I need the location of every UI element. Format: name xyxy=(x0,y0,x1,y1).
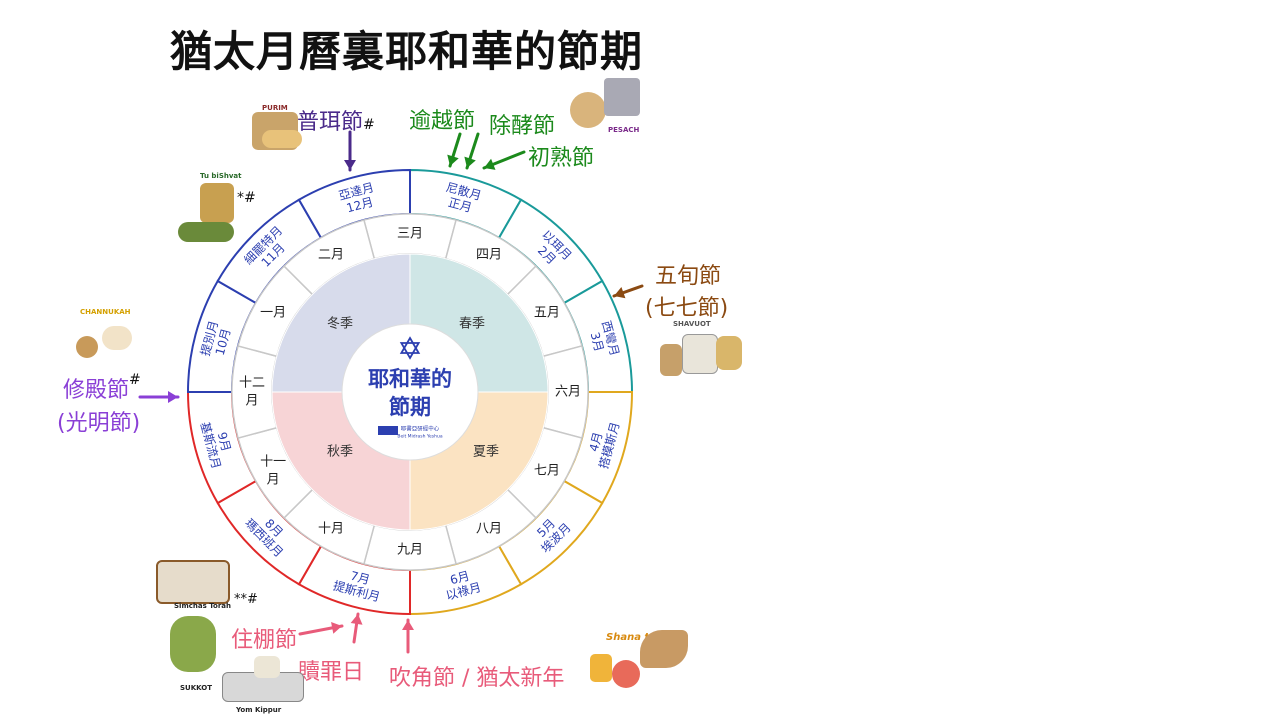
yom-kippur-caption: Yom Kippur xyxy=(236,706,282,714)
passover-label: 逾越節 xyxy=(409,109,476,134)
weeks-label: 五旬節 xyxy=(655,264,722,289)
atonement-arrow xyxy=(350,612,363,644)
weeks-arrow xyxy=(612,284,644,299)
center-title-line1: 耶和華的 xyxy=(368,367,452,391)
purim-arrow xyxy=(344,130,356,172)
hebrew-month-number: 7月 xyxy=(349,569,372,588)
spring-label: 春季 xyxy=(459,317,485,332)
chanukah-arrow xyxy=(138,391,180,403)
winter-label: 冬季 xyxy=(327,316,353,332)
svg-text:十二: 十二 xyxy=(239,376,265,391)
tubishvat-mark: *# xyxy=(237,190,256,206)
tabernacles-arrow xyxy=(298,621,344,636)
sukkot-caption: SUKKOT xyxy=(180,684,212,692)
tabernacles-label: 住棚節 xyxy=(231,628,298,653)
trumpets-arrow xyxy=(402,618,414,654)
hebrew-month-number: 3月 xyxy=(588,331,607,354)
purim-caption: PURIM xyxy=(262,104,288,112)
svg-text:十一: 十一 xyxy=(260,455,286,470)
simchas-caption: Simchas Torah xyxy=(174,602,232,610)
atonement-label: 贖罪日 xyxy=(298,660,365,685)
ministry-logo-subtext: Beit Midrash Yeshua xyxy=(397,434,442,440)
gregorian-month-sector xyxy=(231,345,278,439)
pesach-caption: PESACH xyxy=(608,126,640,134)
gregorian-month-label: 十一月 xyxy=(260,455,286,488)
gregorian-month-label: 六月 xyxy=(555,385,581,400)
gregorian-month-label: 二月 xyxy=(318,248,344,263)
hebrew-month-number: 6月 xyxy=(449,569,472,588)
unleavened-arrow xyxy=(464,132,480,170)
shana-tova-caption: Shana tova! xyxy=(606,632,674,643)
star-of-david-icon xyxy=(399,336,421,360)
outer-month-ring: 尼散月正月以珥月2月西彎月3月搭模斯月4月埃波月5月以祿月6月提斯利月7月瑪西班… xyxy=(186,168,634,616)
hebrew-month-number: 10月 xyxy=(213,327,234,357)
hebrew-month-number: 4月 xyxy=(587,431,606,454)
center-title-line2: 節期 xyxy=(389,395,431,419)
gregorian-month-label: 九月 xyxy=(397,543,423,558)
gregorian-month-label: 十二月 xyxy=(239,376,265,409)
simchas-mark: **# xyxy=(234,592,258,607)
unleavened-bread-label: 除酵節 xyxy=(489,114,556,139)
chanukah-alt-label: (光明節) xyxy=(57,411,141,436)
svg-text:月: 月 xyxy=(267,473,280,488)
feast-arrows xyxy=(138,130,644,654)
gregorian-month-label: 十月 xyxy=(318,521,344,536)
firstfruits-label: 初熟節 xyxy=(528,146,595,171)
gregorian-month-label: 一月 xyxy=(260,306,286,321)
chanukah-label: 修殿節# xyxy=(63,372,141,403)
chanukah-caption: CHANNUKAH xyxy=(80,308,131,316)
gregorian-month-label: 三月 xyxy=(397,227,423,242)
purim-label: 普珥節# xyxy=(297,110,375,135)
summer-label: 夏季 xyxy=(473,445,499,460)
tubishvat-caption: Tu biShvat xyxy=(200,172,242,180)
center-circle xyxy=(341,323,479,461)
hebrew-month-number: 9月 xyxy=(215,431,234,454)
weeks-alt-label: (七七節) xyxy=(645,296,729,321)
svg-text:月: 月 xyxy=(245,394,258,409)
ministry-logo-text: 耶書亞研經中心 xyxy=(401,425,440,433)
gregorian-month-label: 七月 xyxy=(534,464,560,479)
page-title: 猶太月曆裏耶和華的節期 xyxy=(170,27,644,76)
ministry-logo-icon xyxy=(378,426,398,435)
gregorian-month-label: 四月 xyxy=(476,248,502,263)
shavuot-caption: SHAVUOT xyxy=(673,320,711,328)
gregorian-month-label: 八月 xyxy=(476,521,502,536)
hebrew-month-number: 正月 xyxy=(447,195,474,215)
gregorian-month-label: 五月 xyxy=(534,306,560,321)
passover-arrow xyxy=(447,132,462,168)
autumn-label: 秋季 xyxy=(327,445,353,460)
trumpets-label: 吹角節 / 猶太新年 xyxy=(389,666,565,691)
hebrew-month-number: 12月 xyxy=(345,195,375,216)
firstfruits-arrow xyxy=(482,150,526,170)
